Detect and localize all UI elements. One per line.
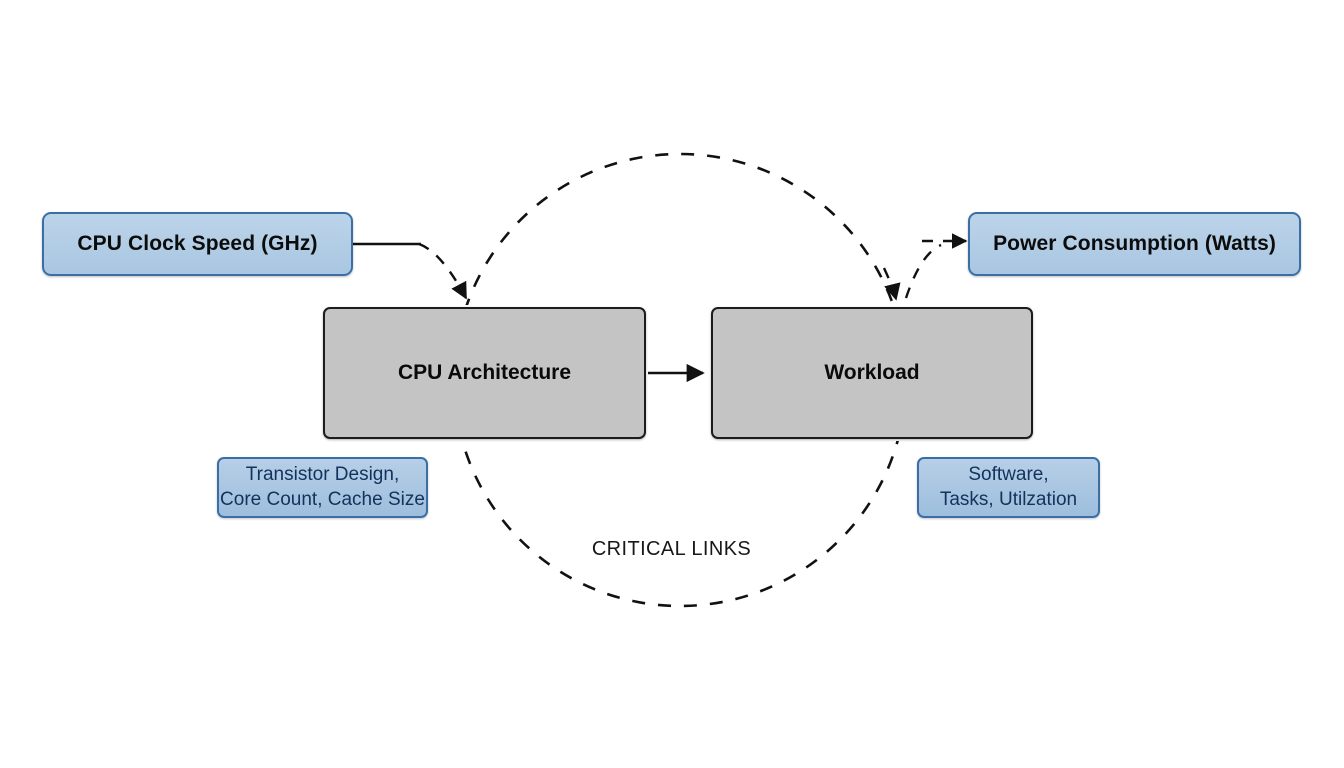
critical-links-arrowhead-right xyxy=(882,267,901,301)
workload-attributes-line-2: Tasks, Utilzation xyxy=(939,488,1078,510)
cpu-attributes-line-1: Transistor Design, xyxy=(245,464,400,486)
cpu-attributes-line-2: Core Count, Cache Size xyxy=(220,488,425,510)
edge-clock-to-cpu-architecture xyxy=(418,242,468,300)
node-workload-attributes[interactable]: Software, Tasks, Utilzation xyxy=(917,457,1100,518)
cpu-attributes-text: Transistor Design, Core Count, Cache Siz… xyxy=(219,463,426,512)
node-power-consumption[interactable]: Power Consumption (Watts) xyxy=(968,212,1301,276)
workload-attributes-text: Software, Tasks, Utilzation xyxy=(940,463,1077,512)
node-cpu-clock-speed-label: CPU Clock Speed (GHz) xyxy=(77,232,318,255)
node-power-consumption-label: Power Consumption (Watts) xyxy=(993,232,1276,255)
node-cpu-architecture[interactable]: CPU Architecture xyxy=(323,307,646,439)
node-cpu-architecture-attributes[interactable]: Transistor Design, Core Count, Cache Siz… xyxy=(217,457,428,518)
edge-workload-to-power-hook xyxy=(904,243,942,299)
node-cpu-architecture-label: CPU Architecture xyxy=(397,361,572,384)
node-cpu-clock-speed[interactable]: CPU Clock Speed (GHz) xyxy=(42,212,353,276)
workload-attributes-line-1: Software, xyxy=(968,464,1049,486)
node-workload-label: Workload xyxy=(824,361,920,384)
critical-links-caption: CRITICAL LINKS xyxy=(591,538,752,560)
node-workload[interactable]: Workload xyxy=(711,307,1033,439)
